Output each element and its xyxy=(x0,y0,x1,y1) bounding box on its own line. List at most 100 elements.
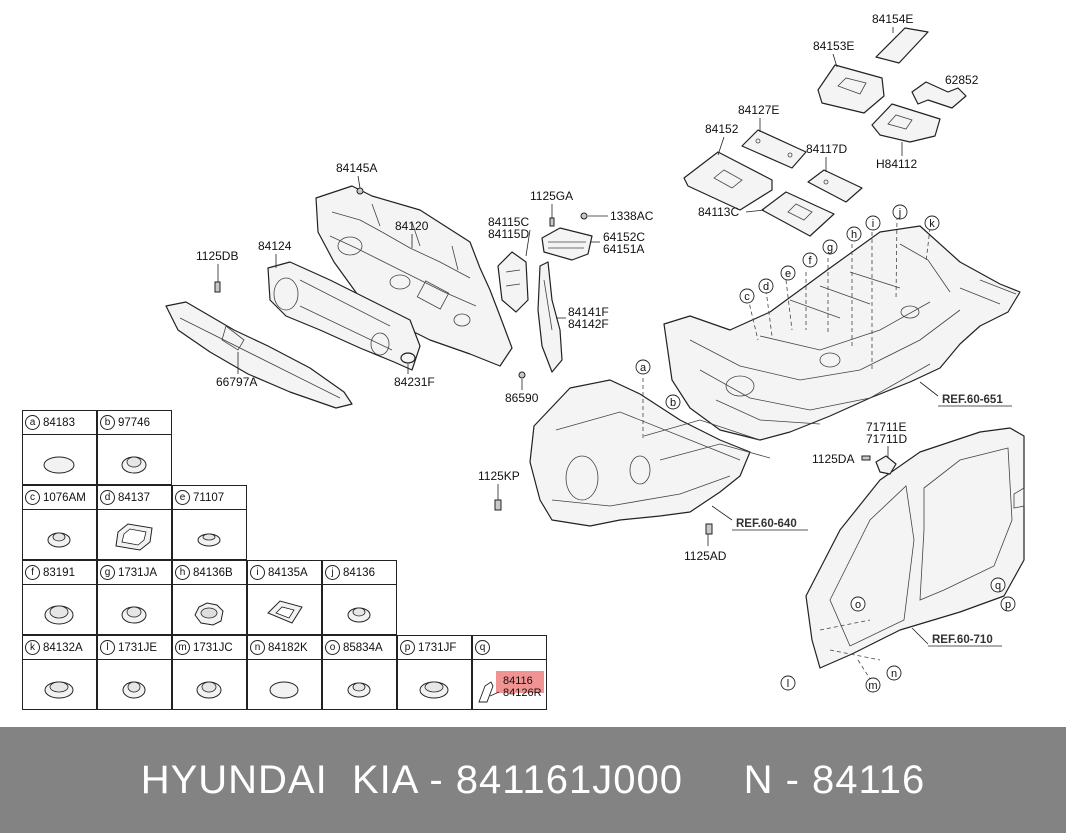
callout-j: j xyxy=(892,204,908,220)
callout-circle-m xyxy=(865,677,881,693)
legend-part-illustration xyxy=(173,585,246,635)
label-71711D: 71711D xyxy=(866,432,907,446)
callout-h: h xyxy=(846,226,862,242)
label-84127E: 84127E xyxy=(738,103,779,117)
callout-letter-l: l xyxy=(787,678,789,690)
pad-84153E xyxy=(817,64,885,114)
legend-part-number: 83191 xyxy=(43,566,75,579)
label-1125GA: 1125GA xyxy=(530,189,573,203)
legend-part-illustration xyxy=(173,660,246,710)
callout-g: g xyxy=(822,239,838,255)
label-84117D: 84117D xyxy=(806,142,847,156)
legend-part-illustration xyxy=(248,585,321,635)
legend-letter-badge: d xyxy=(100,490,115,505)
legend-letter-badge: c xyxy=(25,490,40,505)
legend-part-illustration xyxy=(23,510,96,560)
reinforcement-84141F xyxy=(537,261,563,373)
callout-f: f xyxy=(802,252,818,268)
legend-letter-badge: n xyxy=(250,640,265,655)
legend-letter-badge: i xyxy=(250,565,265,580)
legend-part-number: 85834A xyxy=(343,641,383,654)
callout-letter-c: c xyxy=(744,291,750,303)
label-1125DA: 1125DA xyxy=(812,452,854,466)
label-62852: 62852 xyxy=(945,73,979,87)
label-84153E: 84153E xyxy=(813,39,854,53)
bracket-84115 xyxy=(497,251,529,313)
label-66797A: 66797A xyxy=(216,375,257,389)
label-H84112: H84112 xyxy=(876,157,917,171)
callout-circle-l xyxy=(780,675,796,691)
callout-letter-d: d xyxy=(763,281,769,293)
bracket-71711E xyxy=(875,455,897,475)
callout-circle-a xyxy=(635,359,651,375)
label-84142F: 84142F xyxy=(568,317,609,331)
pad-H84112 xyxy=(871,103,941,143)
callout-i: i xyxy=(865,215,881,231)
callout-circle-o xyxy=(850,596,866,612)
legend-letter-badge: o xyxy=(325,640,340,655)
callout-letter-h: h xyxy=(851,229,857,241)
clip-86590 xyxy=(518,371,526,379)
label-84120: 84120 xyxy=(395,219,429,233)
callout-letter-m: m xyxy=(868,680,877,692)
legend-part-number: 84183 xyxy=(43,416,75,429)
legend-letter-badge: m xyxy=(175,640,190,655)
legend-part-number: 1731JF xyxy=(418,641,457,654)
legend-part-number: 84182K xyxy=(268,641,308,654)
label-84124: 84124 xyxy=(258,239,292,253)
callout-n: n xyxy=(886,665,902,681)
label-71711E: 71711E xyxy=(866,420,906,434)
legend-part-number: 84132A xyxy=(43,641,83,654)
cowl-cross-member-66797A xyxy=(165,301,353,409)
label-84115D: 84115D xyxy=(488,227,529,241)
legend-part-number: 1731JC xyxy=(193,641,233,654)
legend-part-number: 97746 xyxy=(118,416,150,429)
callout-letter-a: a xyxy=(640,362,647,374)
callout-letter-n: n xyxy=(891,668,897,680)
callout-c: c xyxy=(739,288,755,304)
label-64151A: 64151A xyxy=(603,242,644,256)
parts-diagram: 84154E 84153E 62852 H84112 84127E 84152 … xyxy=(165,12,1025,693)
callout-o: o xyxy=(850,596,866,612)
callout-circle-i xyxy=(865,215,881,231)
legend-part-illustration xyxy=(98,585,171,635)
legend-part-illustration xyxy=(23,435,96,485)
callout-e: e xyxy=(780,265,796,281)
callout-circle-b xyxy=(665,394,681,410)
legend-letter-badge: g xyxy=(100,565,115,580)
callout-letter-f: f xyxy=(808,255,812,267)
callout-circle-q xyxy=(990,577,1006,593)
legend-part-illustration xyxy=(98,660,171,710)
legend-letter-badge: k xyxy=(25,640,40,655)
callout-q: q xyxy=(990,577,1006,593)
legend-part-illustration xyxy=(98,435,171,485)
pad-62852 xyxy=(911,81,967,109)
dash-panel-84120 xyxy=(315,185,513,367)
callout-letter-o: o xyxy=(855,599,861,611)
ref-60-651: REF.60-651 xyxy=(942,394,1003,406)
callout-letter-e: e xyxy=(785,268,791,280)
legend-letter-badge: p xyxy=(400,640,415,655)
